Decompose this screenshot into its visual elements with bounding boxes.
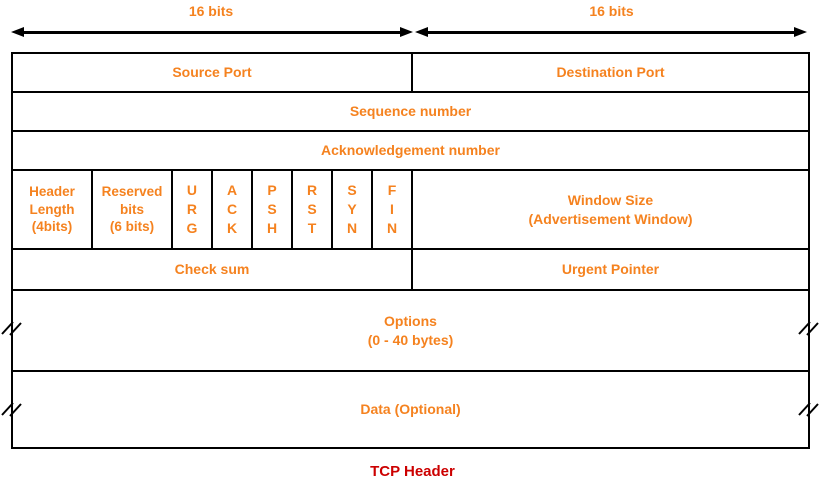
cell-flag-psh: P S H [253,171,293,248]
break-mark-icon [798,321,819,336]
scale-label-left: 16 bits [188,3,234,19]
cell-flag-rst: R S T [293,171,333,248]
cell-checksum: Check sum [13,250,413,289]
double-arrow-icon-left [11,27,413,36]
row-checksum: Check sum Urgent Pointer [13,250,808,291]
double-arrow-icon-right [415,27,807,36]
cell-sequence-number: Sequence number [349,103,472,120]
break-mark-icon [1,402,22,417]
cell-flag-ack: A C K [213,171,253,248]
row-flags: Header Length (4bits) Reserved bits (6 b… [13,171,808,250]
scale-label-right: 16 bits [589,3,634,19]
break-mark-icon [1,321,22,336]
cell-reserved-bits: Reserved bits (6 bits) [93,171,173,248]
row-ports: Source Port Destination Port [13,54,808,93]
break-mark-icon [798,402,819,417]
row-acknowledgement-number: Acknowledgement number [13,132,808,171]
cell-source-port: Source Port [13,54,413,91]
cell-data: Data (Optional) [360,401,461,418]
cell-flag-syn: S Y N [333,171,373,248]
cell-header-length: Header Length (4bits) [13,171,93,248]
tcp-header-table: Source Port Destination Port Sequence nu… [11,52,810,449]
cell-flag-fin: F I N [373,171,413,248]
row-data: Data (Optional) [13,372,808,447]
cell-urgent-pointer: Urgent Pointer [561,261,660,278]
cell-window-size: Window Size (Advertisement Window) [528,192,693,227]
cell-options: Options (0 - 40 bytes) [367,313,454,348]
cell-flag-urg: U R G [173,171,213,248]
cell-destination-port: Destination Port [556,64,665,81]
cell-acknowledgement-number: Acknowledgement number [321,142,500,159]
row-options: Options (0 - 40 bytes) [13,291,808,372]
diagram-title: TCP Header [370,463,455,480]
row-sequence-number: Sequence number [13,93,808,132]
